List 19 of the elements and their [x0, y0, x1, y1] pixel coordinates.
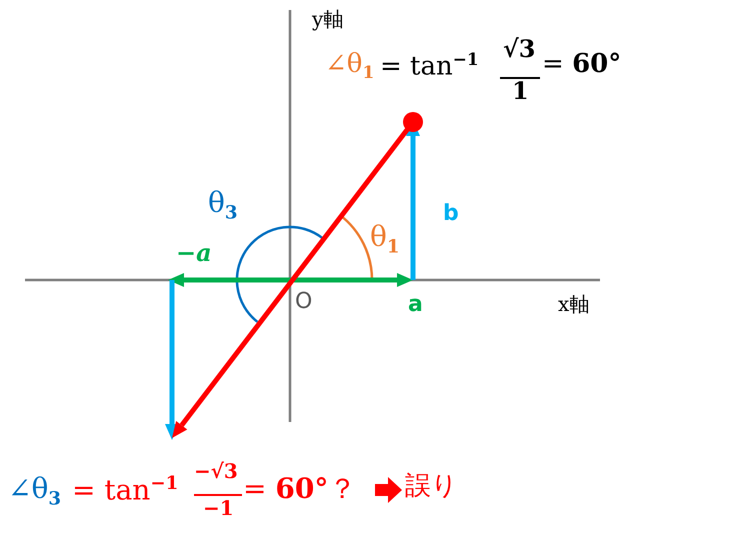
math-formula: = tan$^{−1}$	[72, 474, 178, 506]
math-formula: = 60°	[542, 50, 622, 79]
origin-label: O	[295, 290, 312, 314]
angle-label: θ$_{3}$	[208, 188, 238, 224]
angle-label: θ$_{1}$	[370, 222, 400, 258]
math-formula: ∠θ$_{3}$	[8, 474, 61, 510]
axis-label: y軸	[312, 8, 344, 30]
fraction-numerator: √3	[503, 36, 536, 62]
fraction-numerator: −√3	[194, 460, 238, 482]
conclusion-text: 誤り	[405, 472, 458, 501]
math-formula: = tan$^{−1}$	[380, 50, 479, 82]
math-formula: = 60°？	[243, 474, 356, 505]
axis-label: x軸	[558, 293, 590, 315]
fraction-denominator: −1	[203, 497, 234, 519]
math-formula: ∠θ$_{1}$	[325, 50, 374, 82]
fraction-denominator: 1	[512, 78, 529, 104]
vector-label: a	[408, 293, 423, 318]
vector-label: b	[443, 202, 459, 226]
vector-label: −a	[176, 240, 212, 266]
